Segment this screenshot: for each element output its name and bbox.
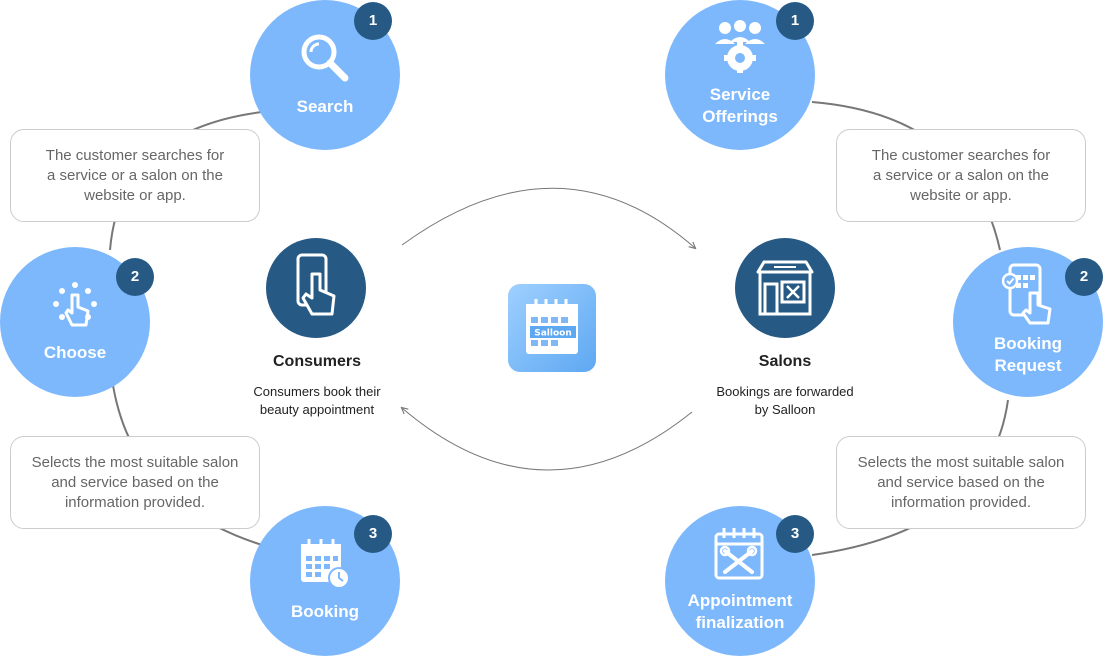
phone-calendar-icon	[1002, 263, 1052, 325]
note-line: a service or a salon on the	[47, 166, 223, 184]
note-line: The customer searches for	[45, 146, 225, 164]
label-line: Booking	[994, 334, 1062, 353]
label-line: finalization	[695, 613, 785, 632]
label-line: Appointment	[687, 591, 793, 610]
step-badge: 1	[776, 2, 814, 40]
note-service-offerings: The customer searches for a service or a …	[836, 129, 1086, 222]
step-label: Search	[296, 97, 354, 116]
calendar-tools-icon	[714, 528, 764, 580]
salons-title: Salons	[758, 353, 812, 370]
step-label: Booking	[291, 602, 359, 621]
note-line: website or app.	[84, 186, 186, 204]
salons-desc: Bookings are forwarded by Salloon	[685, 383, 885, 419]
desc-line: Consumers book their	[253, 384, 381, 399]
search-icon	[301, 34, 349, 82]
consumers-hub	[266, 238, 366, 338]
desc-line: Bookings are forwarded	[716, 384, 854, 399]
note-line: a service or a salon on the	[873, 166, 1049, 184]
step-badge: 2	[1065, 258, 1103, 296]
desc-line: beauty appointment	[259, 402, 375, 417]
note-line: Selects the most suitable salon	[857, 453, 1065, 471]
step-badge: 3	[354, 515, 392, 553]
note-line: information provided.	[64, 493, 206, 511]
note-line: and service based on the	[51, 473, 219, 491]
note-line: information provided.	[890, 493, 1032, 511]
calendar-clock-icon	[301, 539, 350, 589]
consumers-desc: Consumers book their beauty appointment	[217, 383, 417, 419]
note-line: and service based on the	[877, 473, 1045, 491]
salons-hub	[735, 238, 835, 338]
team-gear-icon	[715, 20, 765, 73]
note-choose: Selects the most suitable salon and servi…	[10, 436, 260, 529]
note-line: The customer searches for	[871, 146, 1051, 164]
step-search: Search	[250, 0, 400, 150]
step-label: Choose	[43, 343, 107, 362]
note-search: The customer searches for a service or a …	[10, 129, 260, 222]
salloon-app-tile: Salloon	[508, 284, 596, 372]
step-label: Appointment finalization	[665, 590, 815, 634]
calendar-app-icon: Salloon	[526, 299, 578, 354]
consumers-title: Consumers	[272, 353, 362, 370]
salon-storefront-icon	[756, 260, 814, 316]
note-booking-request: Selects the most suitable salon and servi…	[836, 436, 1086, 529]
note-line: website or app.	[910, 186, 1012, 204]
label-line: Request	[994, 356, 1062, 375]
step-badge: 3	[776, 515, 814, 553]
app-label: Salloon	[534, 329, 572, 339]
label-line: Service	[709, 85, 771, 104]
phone-hand-icon	[296, 253, 336, 316]
step-badge: 2	[116, 258, 154, 296]
note-line: Selects the most suitable salon	[31, 453, 239, 471]
tap-icon	[53, 282, 97, 327]
desc-line: by Salloon	[754, 402, 816, 417]
label-line: Offerings	[702, 107, 778, 126]
step-badge: 1	[354, 2, 392, 40]
